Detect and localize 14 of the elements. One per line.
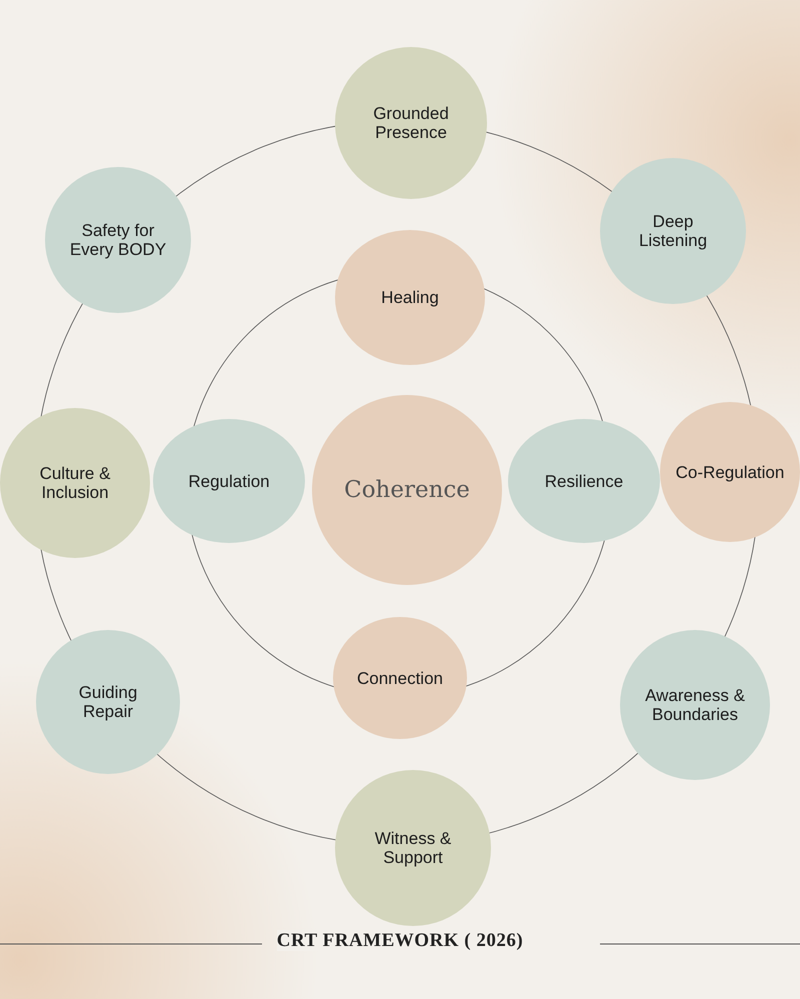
- node-label: Deep Listening: [638, 212, 708, 250]
- node-label: Safety for Every BODY: [68, 221, 168, 259]
- node-label: Awareness & Boundaries: [644, 686, 746, 724]
- node-label: Grounded Presence: [372, 104, 450, 142]
- node-label: Coherence: [344, 476, 470, 504]
- node-label: Guiding Repair: [78, 683, 138, 721]
- node-label: Co-Regulation: [676, 462, 784, 482]
- node-label: Regulation: [188, 472, 270, 490]
- node-label: Resilience: [544, 472, 624, 490]
- node-label: Culture & Inclusion: [38, 464, 112, 502]
- node-label: Healing: [381, 288, 439, 306]
- node-label: Connection: [356, 668, 443, 688]
- node-label: Witness & Support: [374, 829, 452, 867]
- caption: CRT FRAMEWORK ( 2026): [276, 930, 524, 951]
